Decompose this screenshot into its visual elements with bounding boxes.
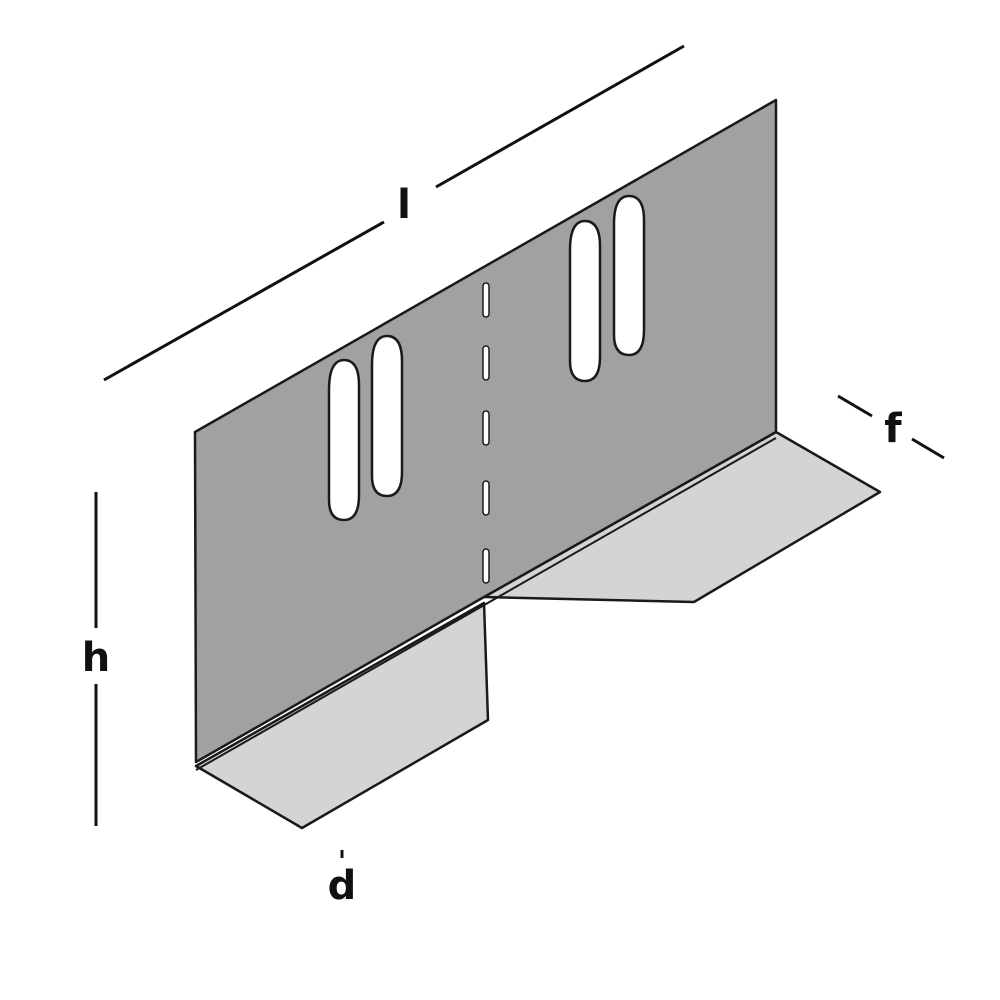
slot-right-1 — [568, 219, 602, 383]
dimension-foot-front-line-a — [837, 394, 873, 418]
dimension-length-line-b — [435, 44, 685, 189]
perforation-slit — [482, 410, 490, 446]
left-foot-flange — [194, 601, 490, 830]
perforation-line — [482, 282, 490, 584]
perforation-slit — [482, 345, 490, 381]
dimension-length: l — [103, 44, 685, 382]
dimension-foot-depth-label: d — [328, 863, 357, 909]
perforation-slit — [482, 548, 490, 584]
dimension-foot-front-line-b — [911, 437, 945, 460]
dimension-height-label: h — [82, 635, 110, 681]
slot-left-2 — [370, 334, 404, 498]
perforation-slit — [482, 282, 490, 318]
dimension-length-label: l — [397, 182, 411, 228]
slot-left-1 — [327, 358, 361, 522]
dimension-foot-front-label: f — [884, 406, 902, 452]
bend-line — [195, 437, 777, 771]
slot-right-2 — [612, 194, 646, 357]
dimension-foot-front: f — [837, 394, 945, 460]
dimension-height: h — [82, 492, 110, 826]
dimension-length-line-a — [103, 220, 385, 382]
perforation-slit — [482, 480, 490, 516]
dimension-foot-depth: d — [328, 850, 357, 909]
